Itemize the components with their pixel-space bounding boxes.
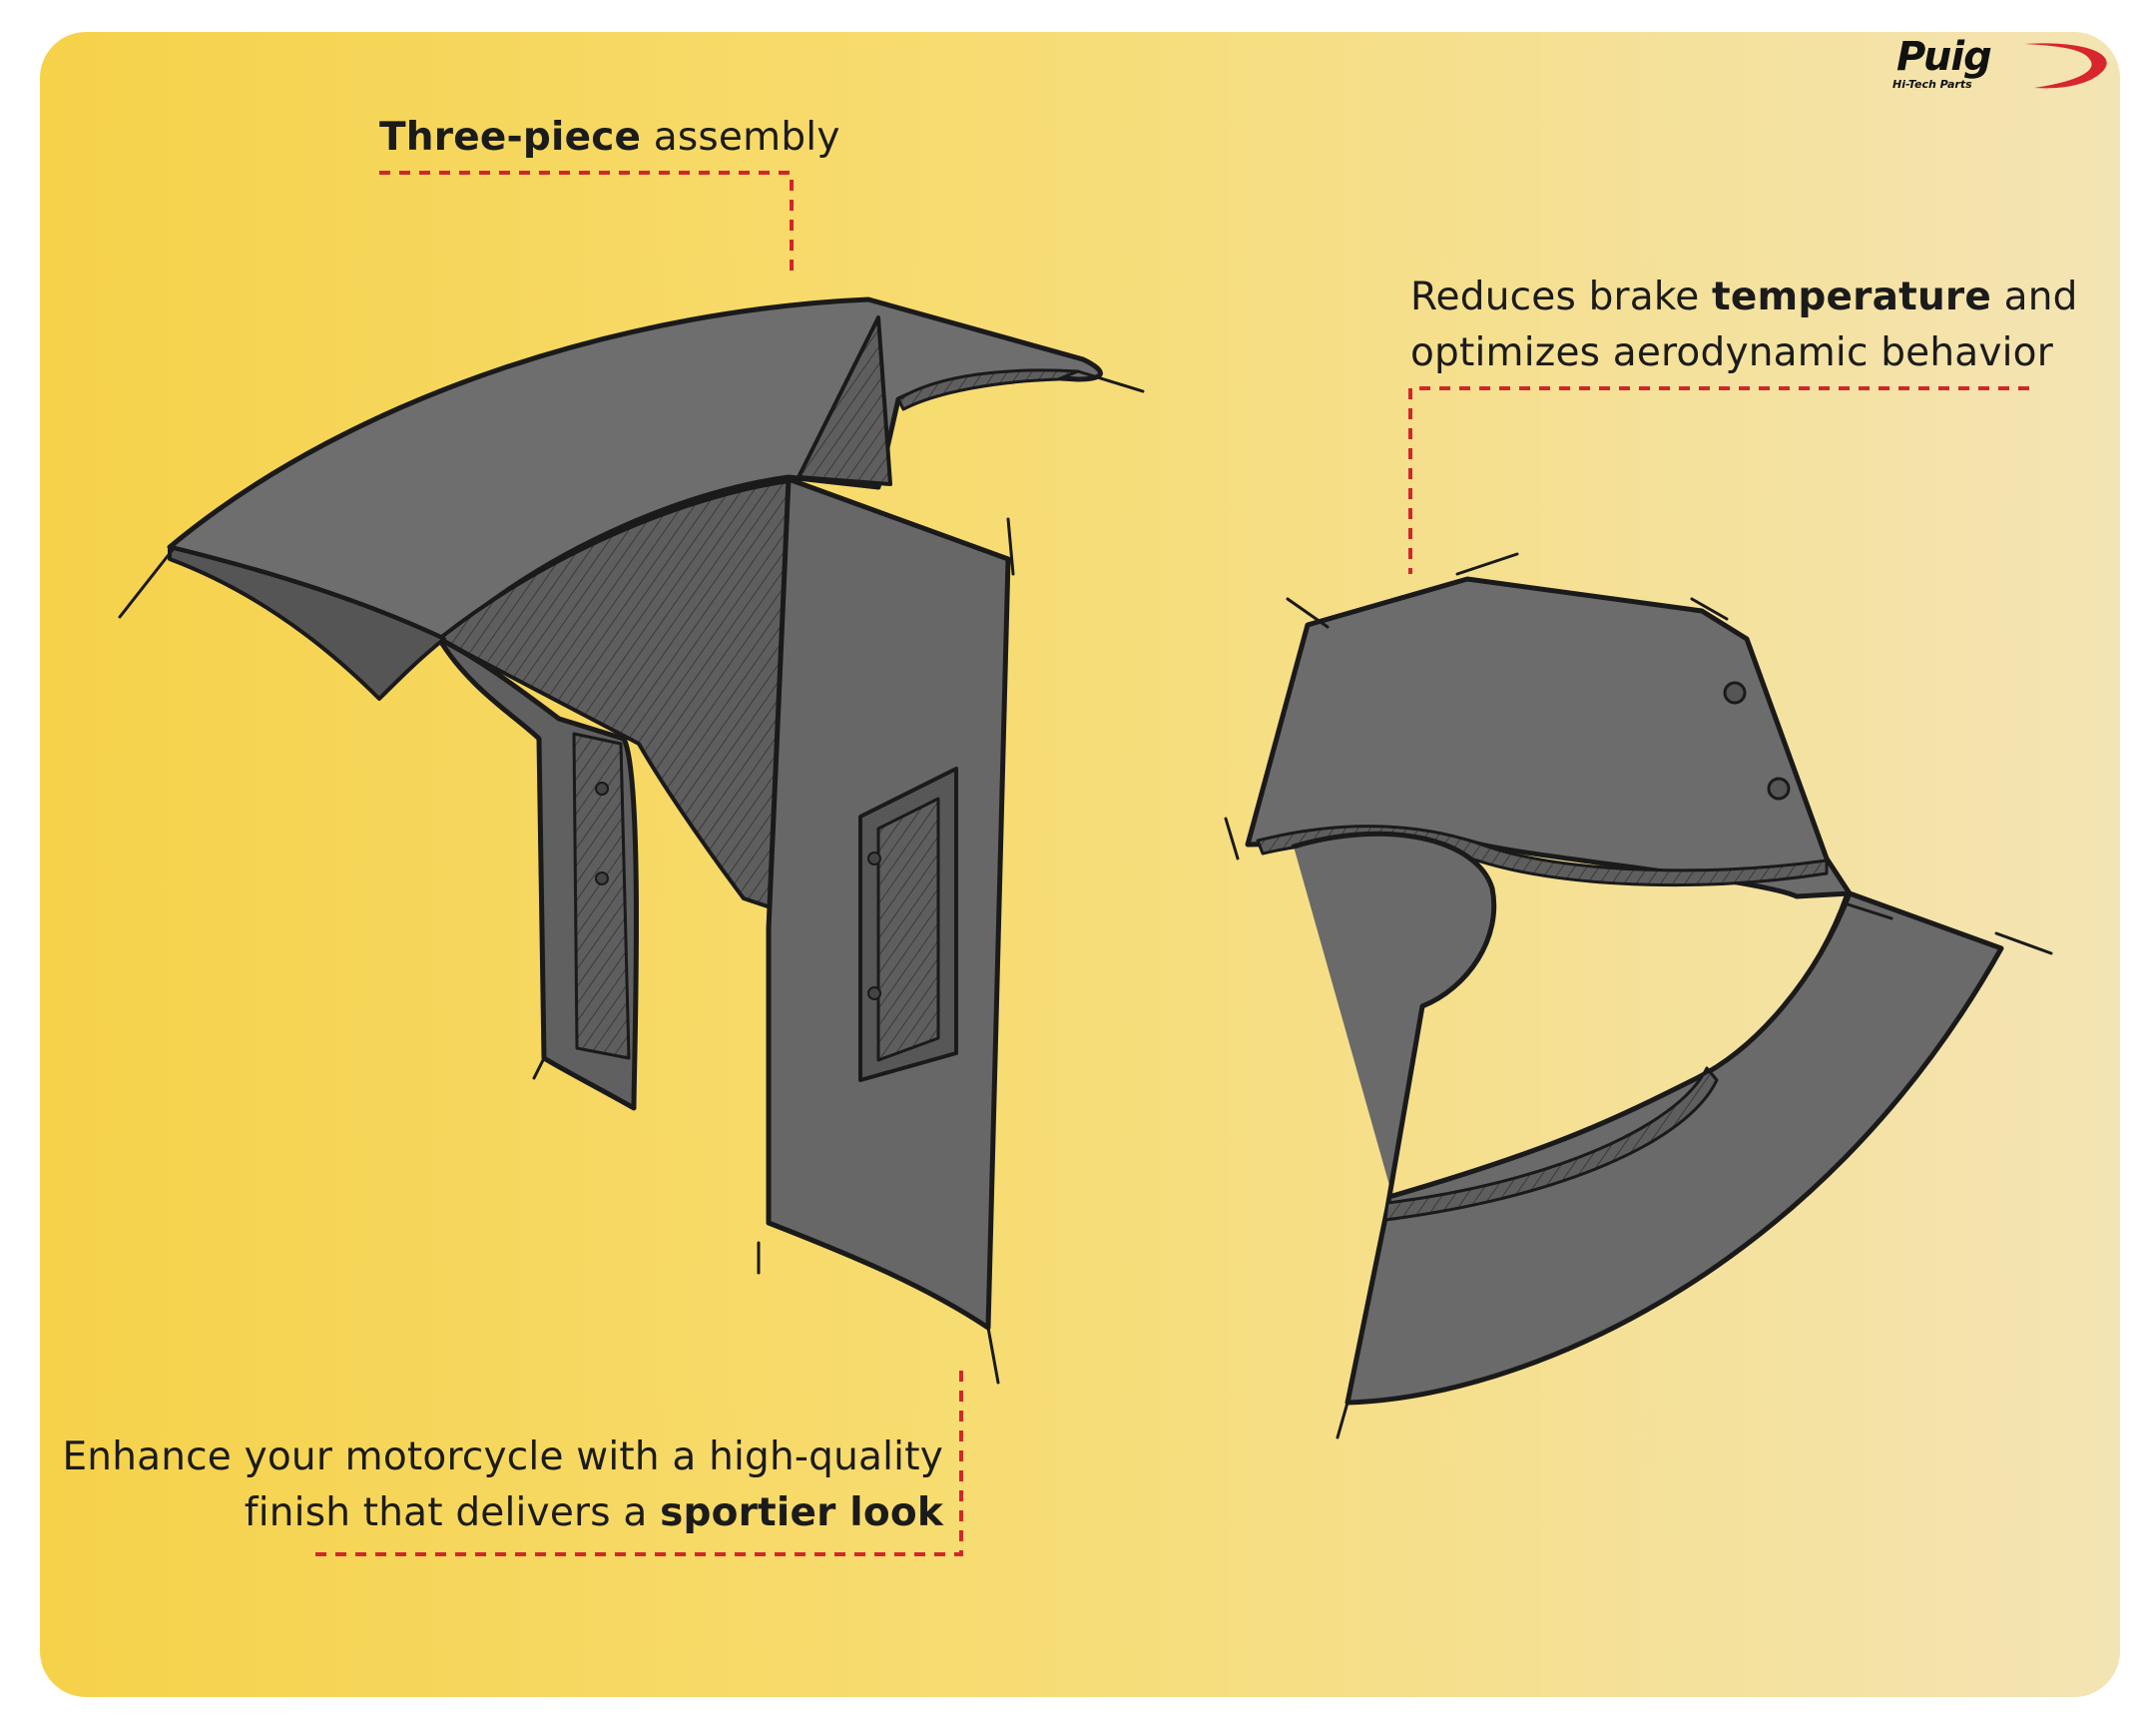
callout-sportier-look: Enhance your motorcycle with a high-qual… [60,1430,943,1541]
callout-leader-lines [315,171,2029,1556]
callout-line: Enhance your motorcycle with a high-qual… [62,1435,943,1479]
logo-tagline: Hi-Tech Parts [1892,78,1972,91]
callout-line: optimizes aerodynamic behavior [1410,330,2053,375]
leader-three-piece [379,171,794,275]
callout-line: finish that delivers a sportier look [244,1490,943,1535]
panel-lower-section [1291,831,2004,1406]
logo-swoosh-icon [2024,43,2107,89]
puig-logo: Puig Hi-Tech Parts [1885,34,2120,94]
fender-inner-arch [437,479,791,915]
leader-brake-temp [1408,386,2029,574]
leader-sportier-look [315,1368,963,1556]
callout-brake-temperature: Reduces brake temperature and optimizes … [1410,270,2078,381]
front-fender-sketch-icon [118,296,1145,1385]
side-brake-cooling-panel-sketch-icon [1224,552,2053,1439]
logo-wordmark: Puig [1896,34,1992,80]
callout-three-piece: Three-piece assembly [379,115,840,160]
callout-line: Reduces brake temperature and [1410,275,2078,319]
